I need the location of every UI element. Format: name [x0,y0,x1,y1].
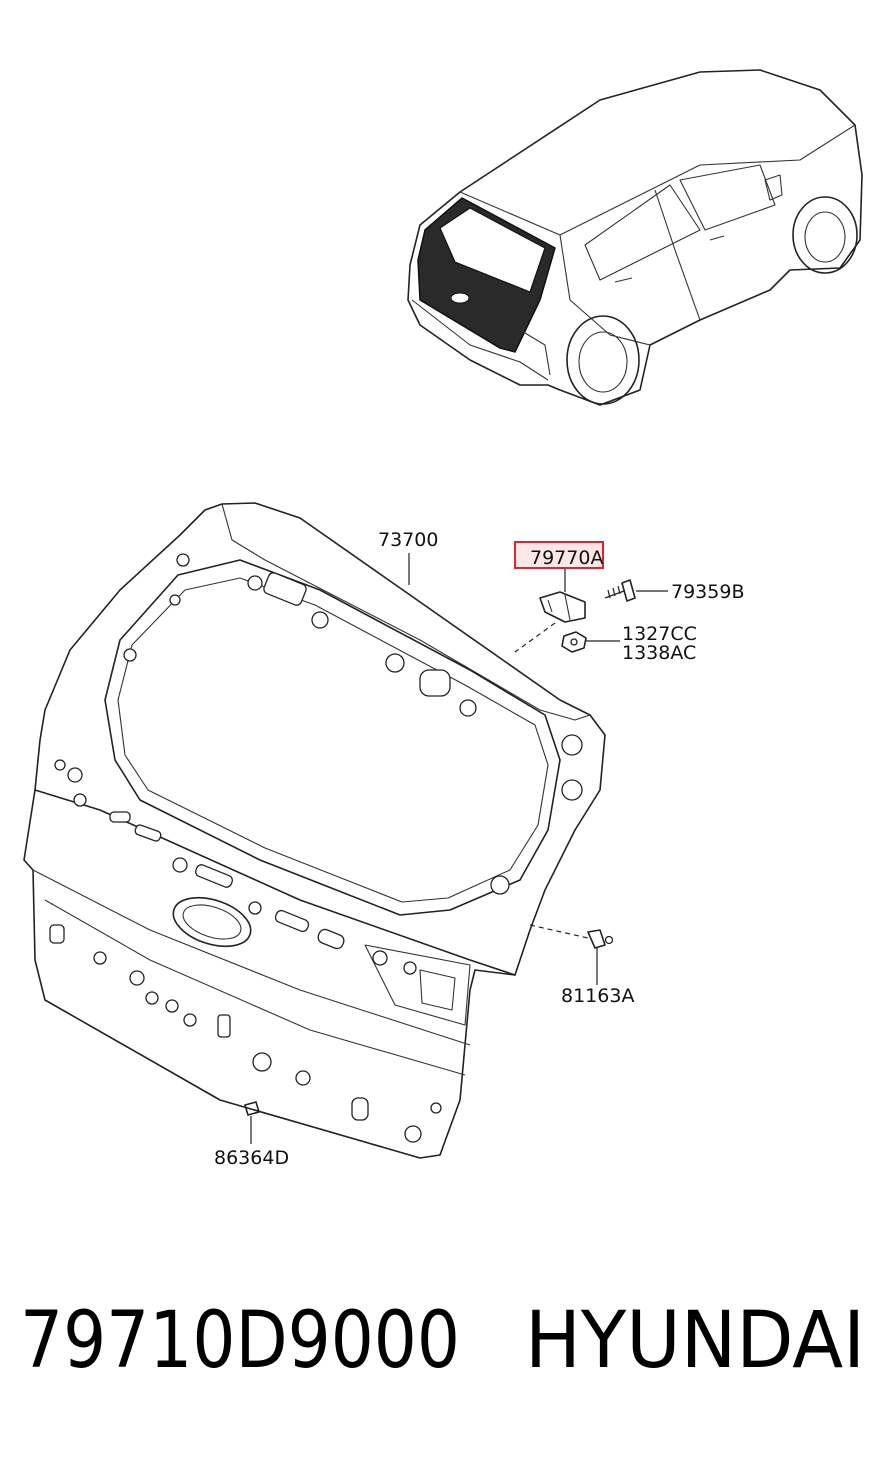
tailgate-panel-drawing [23,502,606,1159]
nut-icon [561,631,587,653]
callout-79359b[interactable]: 79359B [671,581,744,603]
callout-79770a[interactable]: 79770A [530,547,603,569]
callout-86364d[interactable]: 86364D [214,1147,289,1169]
callout-81163a[interactable]: 81163A [561,985,634,1007]
part-number: 79710D9000 [20,1296,460,1386]
callout-73700[interactable]: 73700 [378,529,438,551]
bolt-icon [621,579,636,602]
brand-name: HYUNDAI [525,1296,865,1386]
callout-1338ac[interactable]: 1338AC [622,642,696,664]
hinge-assembly [244,579,636,1116]
vehicle-illustration [407,69,863,406]
callout-1327cc[interactable]: 1327CC [622,623,697,645]
leader-lines [250,553,668,1144]
stopper-icon [587,929,606,949]
plug-icon [244,1101,260,1116]
callout-highlight-box [514,541,604,569]
